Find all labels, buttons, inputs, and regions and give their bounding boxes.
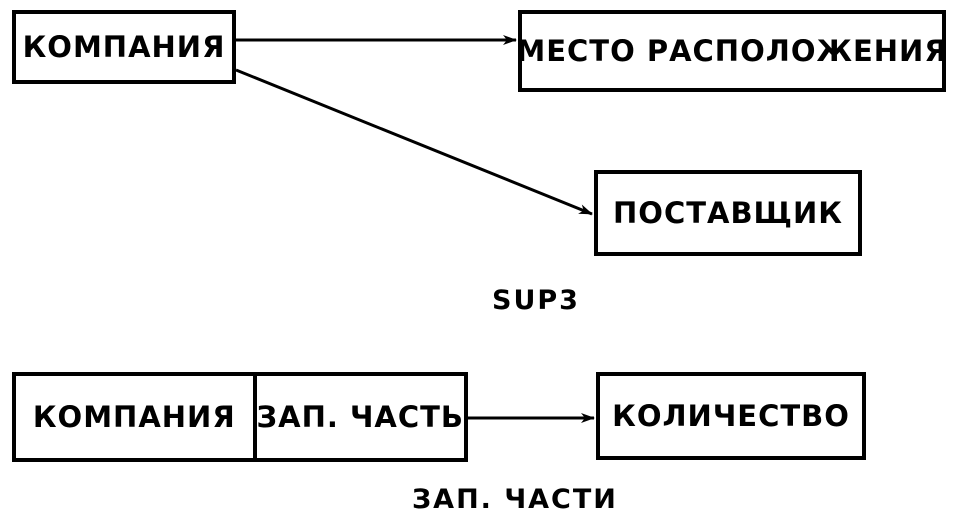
diagram-caption-parts: ЗАП. ЧАСТИ — [412, 484, 618, 515]
entity-box-quantity: КОЛИЧЕСТВО — [596, 372, 866, 460]
entity-box-company-top: КОМПАНИЯ — [12, 10, 236, 84]
entity-label: КОМПАНИЯ — [22, 30, 226, 64]
entity-label: КОЛИЧЕСТВО — [612, 399, 850, 433]
entity-box-location: МЕСТО РАСПОЛОЖЕНИЯ — [516, 10, 948, 92]
entity-label: ЗАП. ЧАСТЬ — [256, 400, 464, 434]
key-cell-part: ЗАП. ЧАСТЬ — [257, 376, 464, 458]
arrow-company-to-supplier — [235, 68, 593, 216]
entity-box-supplier: ПОСТАВЩИК — [594, 170, 862, 256]
entity-label: МЕСТО РАСПОЛОЖЕНИЯ — [516, 34, 948, 68]
composite-key-box: КОМПАНИЯ ЗАП. ЧАСТЬ — [12, 372, 468, 462]
entity-label: ПОСТАВЩИК — [613, 196, 843, 230]
key-cell-company: КОМПАНИЯ — [16, 376, 257, 458]
entity-label: КОМПАНИЯ — [32, 400, 236, 434]
diagram-caption-sup3: SUP3 — [492, 285, 580, 316]
